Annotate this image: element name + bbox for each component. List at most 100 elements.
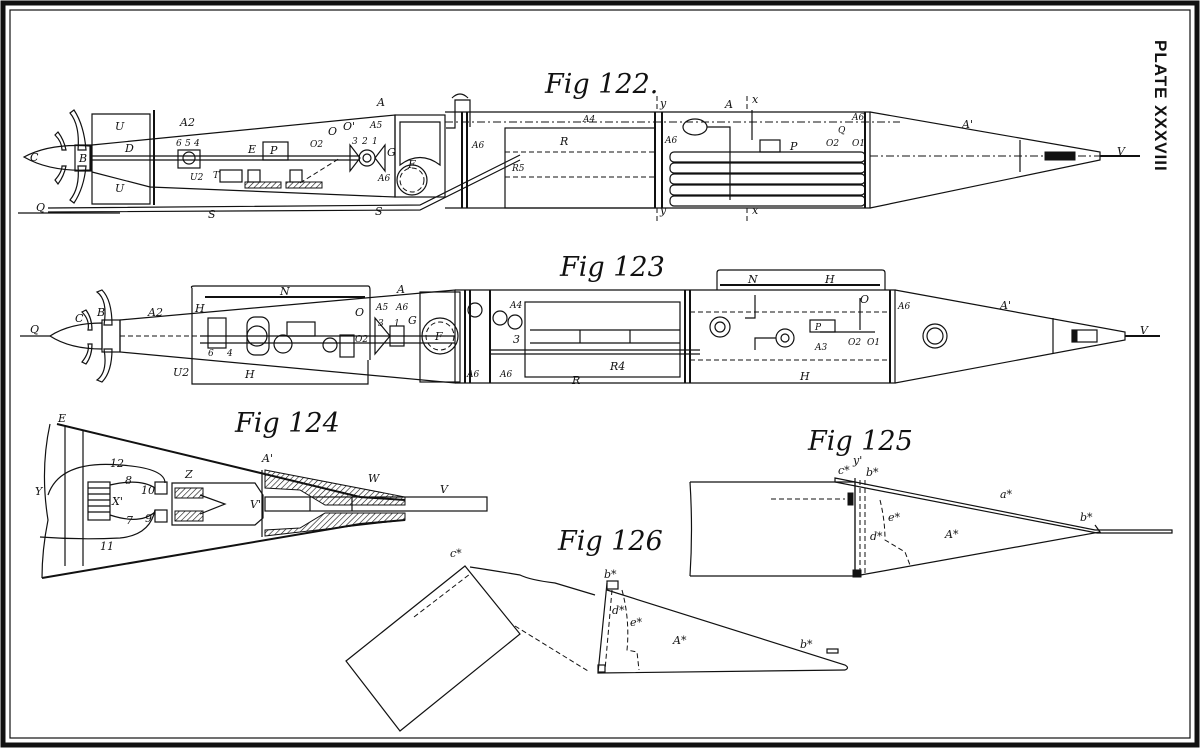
part-label: A5 bbox=[369, 121, 382, 131]
part-label: U2 bbox=[190, 173, 204, 183]
part-label: 3 bbox=[378, 319, 384, 329]
part-label: V bbox=[1140, 324, 1149, 337]
part-label: O bbox=[355, 306, 364, 319]
part-label: A4 bbox=[582, 115, 595, 125]
part-label: F bbox=[407, 158, 416, 171]
figure-125: Fig 125 c* y' b* a* e* d* A* b* bbox=[689, 426, 1173, 578]
part-label: y' bbox=[852, 454, 862, 467]
part-label: O1 bbox=[852, 139, 865, 149]
part-label: A6 bbox=[664, 136, 677, 146]
part-label: R bbox=[559, 135, 568, 148]
part-label: d* bbox=[870, 530, 883, 543]
part-label: U2 bbox=[173, 366, 189, 379]
part-label: e* bbox=[888, 511, 901, 524]
part-label: G bbox=[408, 314, 417, 327]
part-label: A6 bbox=[471, 141, 484, 151]
figure-123: Fig 123 bbox=[20, 252, 1160, 387]
part-label: Q bbox=[838, 126, 846, 136]
section-label: x bbox=[752, 204, 759, 217]
part-label: B bbox=[78, 152, 87, 165]
part-label: c* bbox=[450, 547, 462, 560]
part-label: 4 bbox=[226, 349, 233, 359]
part-label: 1 bbox=[394, 319, 400, 329]
part-label: P bbox=[814, 323, 822, 333]
part-label: U bbox=[115, 182, 125, 195]
figure-title: Fig 124 bbox=[234, 408, 340, 439]
part-label: O2 bbox=[310, 140, 323, 150]
part-label: b* bbox=[866, 466, 879, 479]
part-label: O bbox=[860, 293, 869, 306]
part-label: A6 bbox=[395, 303, 408, 313]
part-label: O bbox=[328, 125, 337, 138]
part-label: 10 bbox=[141, 484, 155, 497]
figure-122: Fig 122. bbox=[18, 69, 1140, 222]
part-label: e* bbox=[630, 616, 643, 629]
part-label: Q bbox=[30, 323, 39, 336]
part-label: a* bbox=[1000, 488, 1013, 501]
part-label: 7 bbox=[126, 514, 133, 527]
part-label: A* bbox=[944, 528, 959, 541]
part-label: A' bbox=[261, 452, 273, 465]
part-label: G bbox=[387, 146, 396, 159]
part-label: R5 bbox=[511, 164, 525, 174]
part-label: A6 bbox=[466, 370, 479, 380]
section-label: y bbox=[659, 204, 667, 217]
part-label: 6 bbox=[208, 349, 214, 359]
figure-title: Fig 126 bbox=[557, 526, 663, 557]
part-label: H bbox=[824, 273, 835, 286]
figure-124: Fig 124 E Y 12 8 10 X' 9 7 bbox=[35, 408, 488, 579]
part-label: 2 bbox=[361, 137, 368, 147]
part-label: 11 bbox=[100, 540, 114, 553]
part-label: V' bbox=[250, 498, 261, 511]
part-label: Q bbox=[36, 201, 45, 214]
part-label: R bbox=[571, 374, 580, 387]
part-label: A6 bbox=[499, 370, 512, 380]
part-label: A bbox=[724, 98, 733, 111]
part-label: A2 bbox=[179, 116, 195, 129]
part-label: V bbox=[1117, 145, 1126, 158]
part-label: C bbox=[75, 312, 84, 325]
part-label: S bbox=[208, 208, 216, 221]
part-label: N bbox=[747, 273, 758, 286]
part-label: 6 bbox=[176, 139, 182, 149]
figure-126: Fig 126 c* b* d* e* A* b* bbox=[345, 526, 849, 732]
part-label: A4 bbox=[509, 301, 522, 311]
part-label: 4 bbox=[193, 139, 200, 149]
part-label: O2 bbox=[826, 139, 839, 149]
part-label: D bbox=[124, 142, 134, 155]
part-label: d* bbox=[612, 604, 625, 617]
part-label: P bbox=[269, 144, 278, 157]
part-label: A' bbox=[961, 118, 973, 131]
part-label: 12 bbox=[110, 457, 124, 470]
part-label: b* bbox=[800, 638, 813, 651]
figure-title: Fig 123 bbox=[559, 252, 665, 283]
section-label: x bbox=[752, 93, 759, 106]
part-label: H bbox=[194, 302, 205, 315]
part-label: Y bbox=[35, 485, 44, 498]
part-label: O2 bbox=[848, 338, 861, 348]
part-label: A6 bbox=[897, 302, 910, 312]
part-label: O1 bbox=[867, 338, 880, 348]
part-label: N bbox=[279, 285, 290, 298]
part-label: B bbox=[96, 306, 105, 319]
part-label: 1 bbox=[372, 137, 378, 147]
part-label: A bbox=[376, 96, 385, 109]
part-label: S bbox=[375, 205, 383, 218]
figure-title: Fig 122. bbox=[544, 69, 658, 100]
part-label: 8 bbox=[125, 474, 132, 487]
part-label: A* bbox=[672, 634, 687, 647]
part-label: R4 bbox=[609, 360, 625, 373]
part-label: C bbox=[30, 151, 39, 164]
part-label: b* bbox=[604, 568, 617, 581]
part-label: P bbox=[789, 140, 798, 153]
part-label: X' bbox=[111, 495, 123, 508]
part-label: T bbox=[213, 171, 220, 181]
part-label: O' bbox=[343, 120, 355, 133]
section-label: y bbox=[659, 97, 667, 110]
part-label: O2 bbox=[355, 335, 368, 345]
part-label: E bbox=[247, 143, 256, 156]
part-label: H bbox=[244, 368, 255, 381]
part-label: A' bbox=[999, 299, 1011, 312]
